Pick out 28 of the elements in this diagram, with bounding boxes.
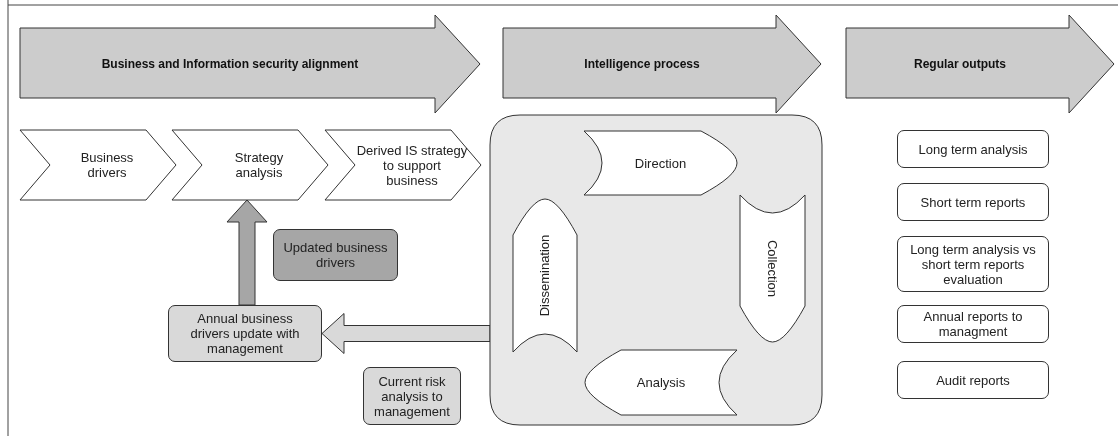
box-text: Short term reports [920,194,1026,210]
block-arrow [321,313,491,354]
output-box [897,183,1049,221]
output-box [897,130,1049,168]
step-label: Business drivers [79,150,135,180]
note-box [273,229,398,281]
box-text: Annual business drivers update with management [189,311,301,356]
box-text: Audit reports [936,372,1010,388]
step-label: Dissemination [537,234,553,317]
box-text: Long term analysis [918,141,1028,157]
box-text: Annual reports to managment [923,309,1023,339]
header-text: Intelligence process [584,56,700,72]
header-text: Business and Information security alignment [101,56,359,72]
step-label: Direction [634,155,687,171]
box-text: Long term analysis vs short term reports evaluation [909,241,1037,287]
step-label: Analysis [636,375,686,390]
step-label: Strategy analysis [233,150,285,180]
output-box [897,236,1049,292]
header-text: Regular outputs [914,56,1006,72]
process-box [168,305,322,362]
box-text: Updated business drivers [282,240,389,270]
output-box [897,361,1049,399]
process-box [363,367,461,425]
step-label: Derived IS strategy to support business [356,142,468,188]
block-arrow [226,199,268,306]
step-label: Collection [765,239,780,298]
box-text: Current risk analysis to management [373,373,451,419]
output-box [897,305,1049,343]
